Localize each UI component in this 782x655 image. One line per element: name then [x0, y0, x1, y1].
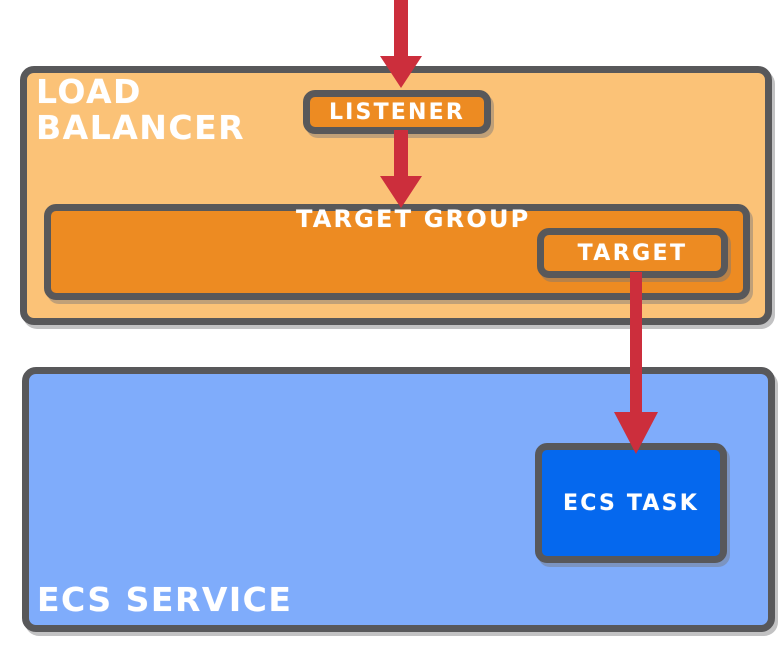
down-arrow-icon-listener-to-target-group	[380, 130, 422, 208]
listener-node[interactable]: LISTENER	[303, 90, 491, 134]
down-arrow-icon-ingress-to-listener	[380, 0, 422, 88]
target-group-title: TARGET GROUP	[296, 205, 531, 233]
ecs-task-node[interactable]: ECS TASK	[535, 443, 727, 563]
ecs-task-label: ECS TASK	[563, 490, 699, 516]
listener-label: LISTENER	[328, 99, 466, 125]
down-arrow-icon-target-to-ecs-task	[614, 272, 658, 454]
ecs-service-title: ECS SERVICE	[37, 580, 293, 619]
target-label: TARGET	[577, 240, 688, 266]
target-node[interactable]: TARGET	[537, 228, 728, 278]
load-balancer-title: LOAD BALANCER	[36, 72, 246, 147]
